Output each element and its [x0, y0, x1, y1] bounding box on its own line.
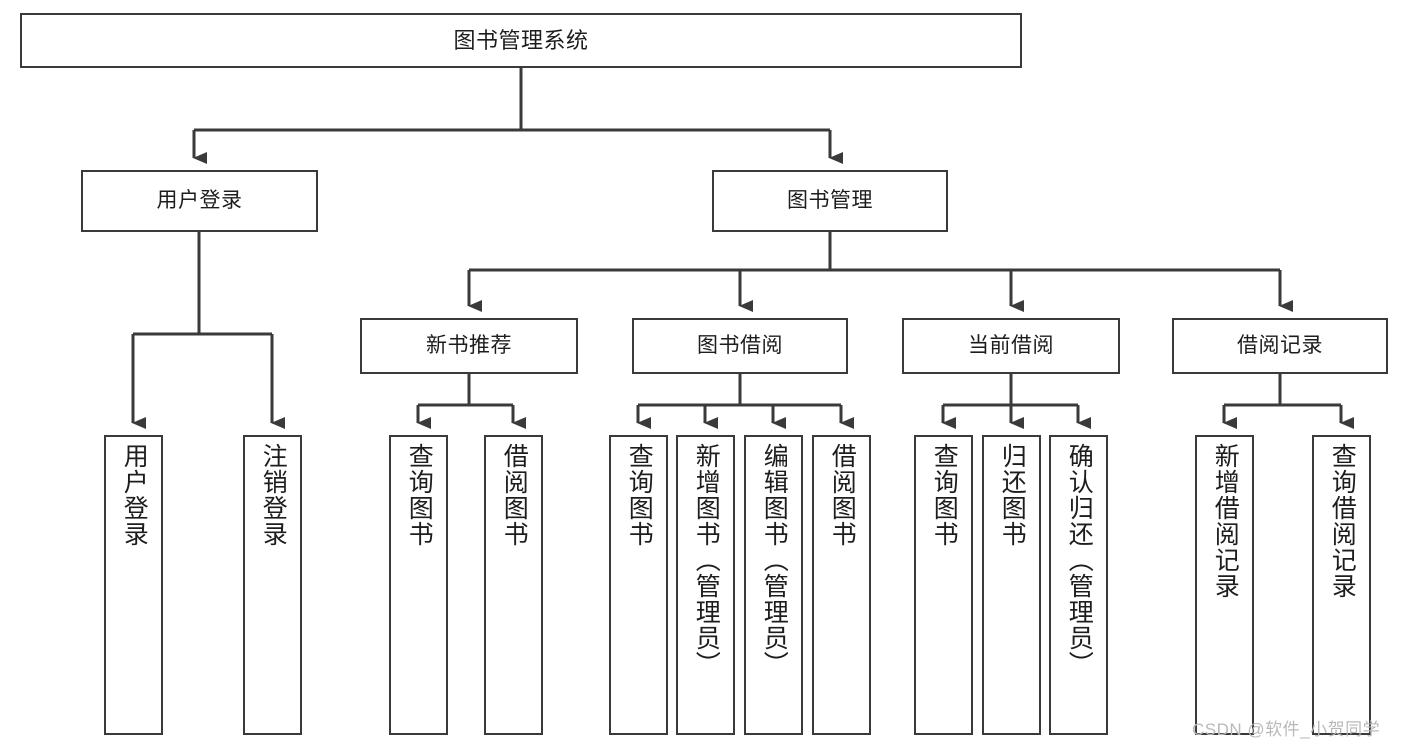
- node-user-login-label: 用户登录: [156, 188, 243, 212]
- node-root-label: 图书管理系统: [453, 27, 589, 53]
- leaf-user-login-login[interactable]: 用户登录: [104, 435, 163, 735]
- leaf-new-book-borrow-label: 借阅图书: [500, 443, 529, 547]
- node-borrow-record-label: 借阅记录: [1237, 333, 1323, 357]
- leaf-book-borrow-query[interactable]: 查询图书: [609, 435, 668, 735]
- leaf-borrow-record-add-label: 新增借阅记录: [1211, 443, 1240, 599]
- leaf-new-book-query[interactable]: 查询图书: [389, 435, 448, 735]
- node-current-borrow-label: 当前借阅: [968, 333, 1054, 357]
- leaf-book-borrow-edit[interactable]: 编辑图书（管理员）: [744, 435, 803, 735]
- leaf-book-borrow-borrow-label: 借阅图书: [828, 443, 857, 547]
- node-new-book-recommend[interactable]: 新书推荐: [360, 318, 578, 374]
- node-book-management-label: 图书管理: [787, 188, 873, 212]
- node-root[interactable]: 图书管理系统: [20, 13, 1022, 68]
- leaf-current-borrow-confirm-label: 确认归还（管理员）: [1065, 443, 1094, 677]
- node-new-book-recommend-label: 新书推荐: [426, 333, 512, 357]
- leaf-book-borrow-edit-label: 编辑图书（管理员）: [760, 443, 789, 677]
- leaf-current-borrow-query[interactable]: 查询图书: [914, 435, 973, 735]
- node-user-login[interactable]: 用户登录: [81, 170, 318, 232]
- leaf-current-borrow-return[interactable]: 归还图书: [982, 435, 1041, 735]
- leaf-book-borrow-query-label: 查询图书: [625, 443, 654, 547]
- leaf-book-borrow-borrow[interactable]: 借阅图书: [812, 435, 871, 735]
- csdn-watermark: CSDN @软件_小贺同学: [1192, 720, 1381, 739]
- leaf-user-login-login-label: 用户登录: [120, 443, 149, 547]
- node-book-management[interactable]: 图书管理: [712, 170, 948, 232]
- leaf-current-borrow-return-label: 归还图书: [998, 443, 1027, 547]
- leaf-user-login-logout-label: 注销登录: [259, 443, 288, 547]
- leaf-new-book-borrow[interactable]: 借阅图书: [484, 435, 543, 735]
- leaf-borrow-record-add[interactable]: 新增借阅记录: [1195, 435, 1254, 735]
- node-current-borrow[interactable]: 当前借阅: [902, 318, 1120, 374]
- leaf-current-borrow-confirm[interactable]: 确认归还（管理员）: [1049, 435, 1108, 735]
- node-book-borrow[interactable]: 图书借阅: [632, 318, 848, 374]
- leaf-new-book-query-label: 查询图书: [405, 443, 434, 547]
- leaf-current-borrow-query-label: 查询图书: [930, 443, 959, 547]
- leaf-book-borrow-add-label: 新增图书（管理员）: [692, 443, 721, 677]
- node-book-borrow-label: 图书借阅: [697, 333, 783, 357]
- node-borrow-record[interactable]: 借阅记录: [1172, 318, 1388, 374]
- leaf-book-borrow-add[interactable]: 新增图书（管理员）: [676, 435, 735, 735]
- leaf-borrow-record-query-label: 查询借阅记录: [1328, 443, 1357, 599]
- leaf-borrow-record-query[interactable]: 查询借阅记录: [1312, 435, 1371, 735]
- leaf-user-login-logout[interactable]: 注销登录: [243, 435, 302, 735]
